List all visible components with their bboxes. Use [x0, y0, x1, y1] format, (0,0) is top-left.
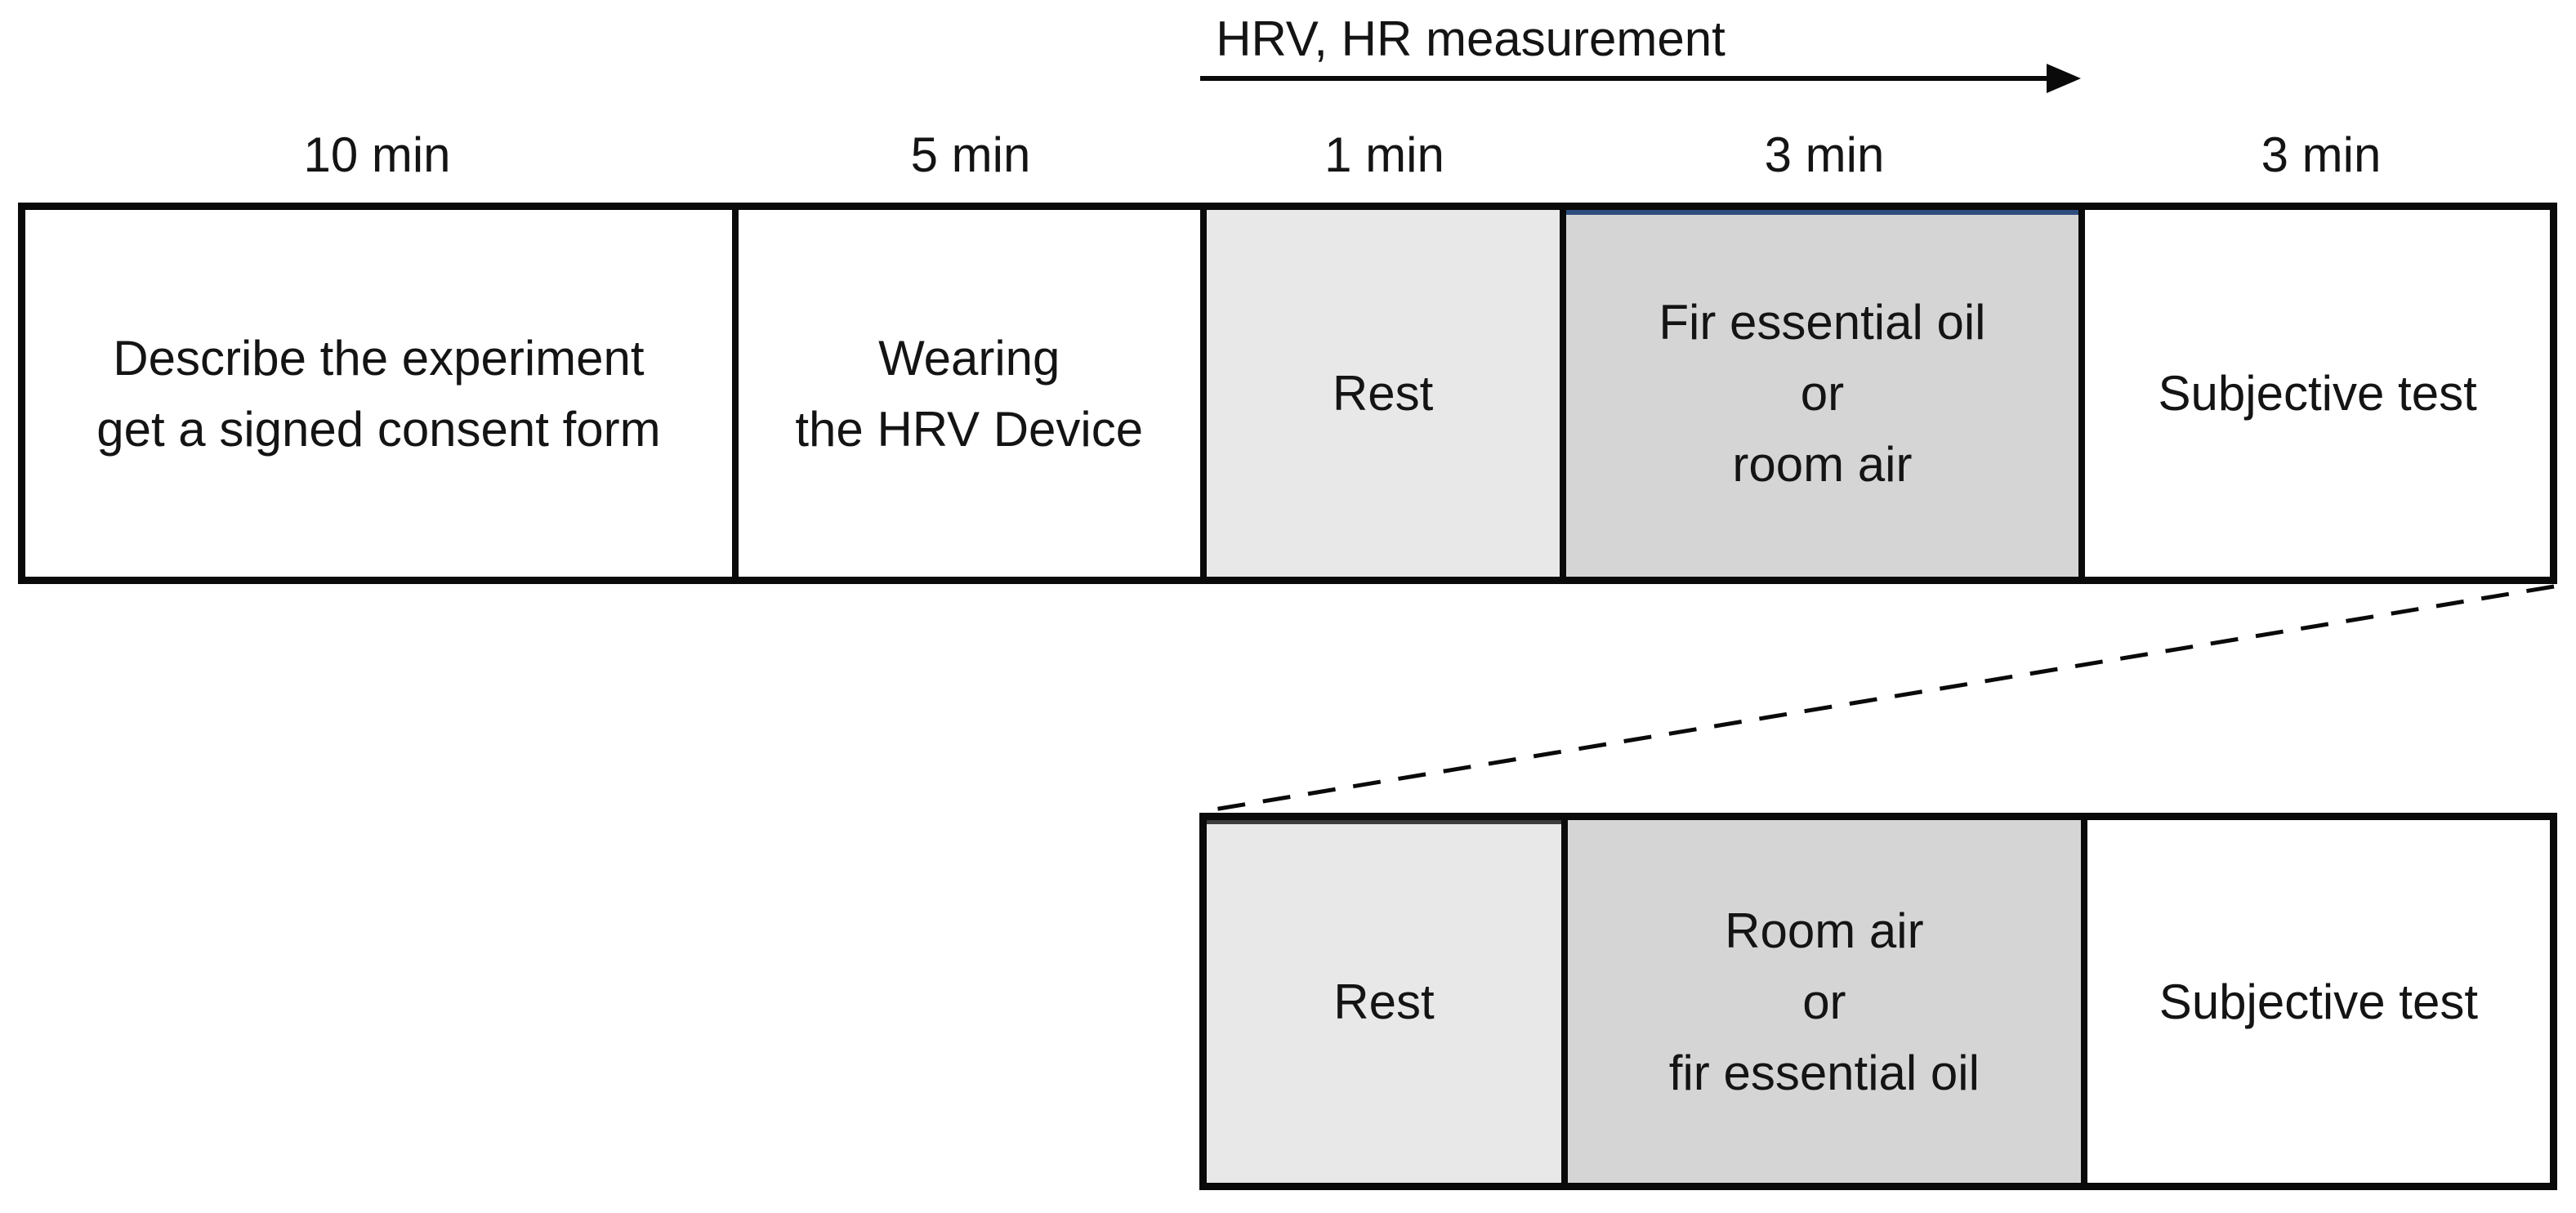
step-wearing-hrv-device: Wearing the HRV Device	[731, 210, 1200, 577]
duration-label-describe: 10 min	[303, 127, 451, 182]
step-rest-session2: Rest	[1207, 820, 1561, 1183]
session-link-dashed-line	[1203, 584, 2555, 814]
duration-label-wearing: 5 min	[910, 127, 1031, 182]
step-room-air-or-fir-oil: Room air or fir essential oil	[1560, 820, 2081, 1183]
step-fir-oil-or-room-air-label: Fir essential oil or room air	[1659, 295, 1986, 492]
session2-row: Rest Room air or fir essential oil Subje…	[1199, 813, 2557, 1190]
hrv-measurement-arrowhead-icon	[2047, 64, 2081, 93]
session1-row: Describe the experiment get a signed con…	[18, 203, 2557, 584]
step-fir-oil-or-room-air: Fir essential oil or room air	[1559, 210, 2079, 577]
duration-label-subjective: 3 min	[2261, 127, 2382, 182]
rest-accent-bar	[1207, 820, 1561, 824]
step-subjective-test-session1-label: Subjective test	[2158, 366, 2477, 421]
duration-label-exposure: 3 min	[1764, 127, 1885, 182]
step-describe-consent-label: Describe the experiment get a signed con…	[96, 330, 661, 457]
exposure-accent-bar	[1565, 210, 2079, 215]
step-subjective-test-session2-label: Subjective test	[2159, 974, 2479, 1029]
step-rest-session1-label: Rest	[1332, 366, 1434, 421]
step-room-air-or-fir-oil-label: Room air or fir essential oil	[1668, 903, 1980, 1100]
step-rest-session2-label: Rest	[1333, 974, 1435, 1029]
step-describe-consent: Describe the experiment get a signed con…	[25, 210, 732, 577]
step-rest-session1: Rest	[1199, 210, 1560, 577]
step-subjective-test-session1: Subjective test	[2078, 210, 2550, 577]
duration-label-rest: 1 min	[1324, 127, 1444, 182]
step-wearing-hrv-device-label: Wearing the HRV Device	[795, 330, 1144, 457]
step-subjective-test-session2: Subjective test	[2080, 820, 2550, 1183]
hrv-measurement-label: HRV, HR measurement	[1216, 11, 1726, 66]
